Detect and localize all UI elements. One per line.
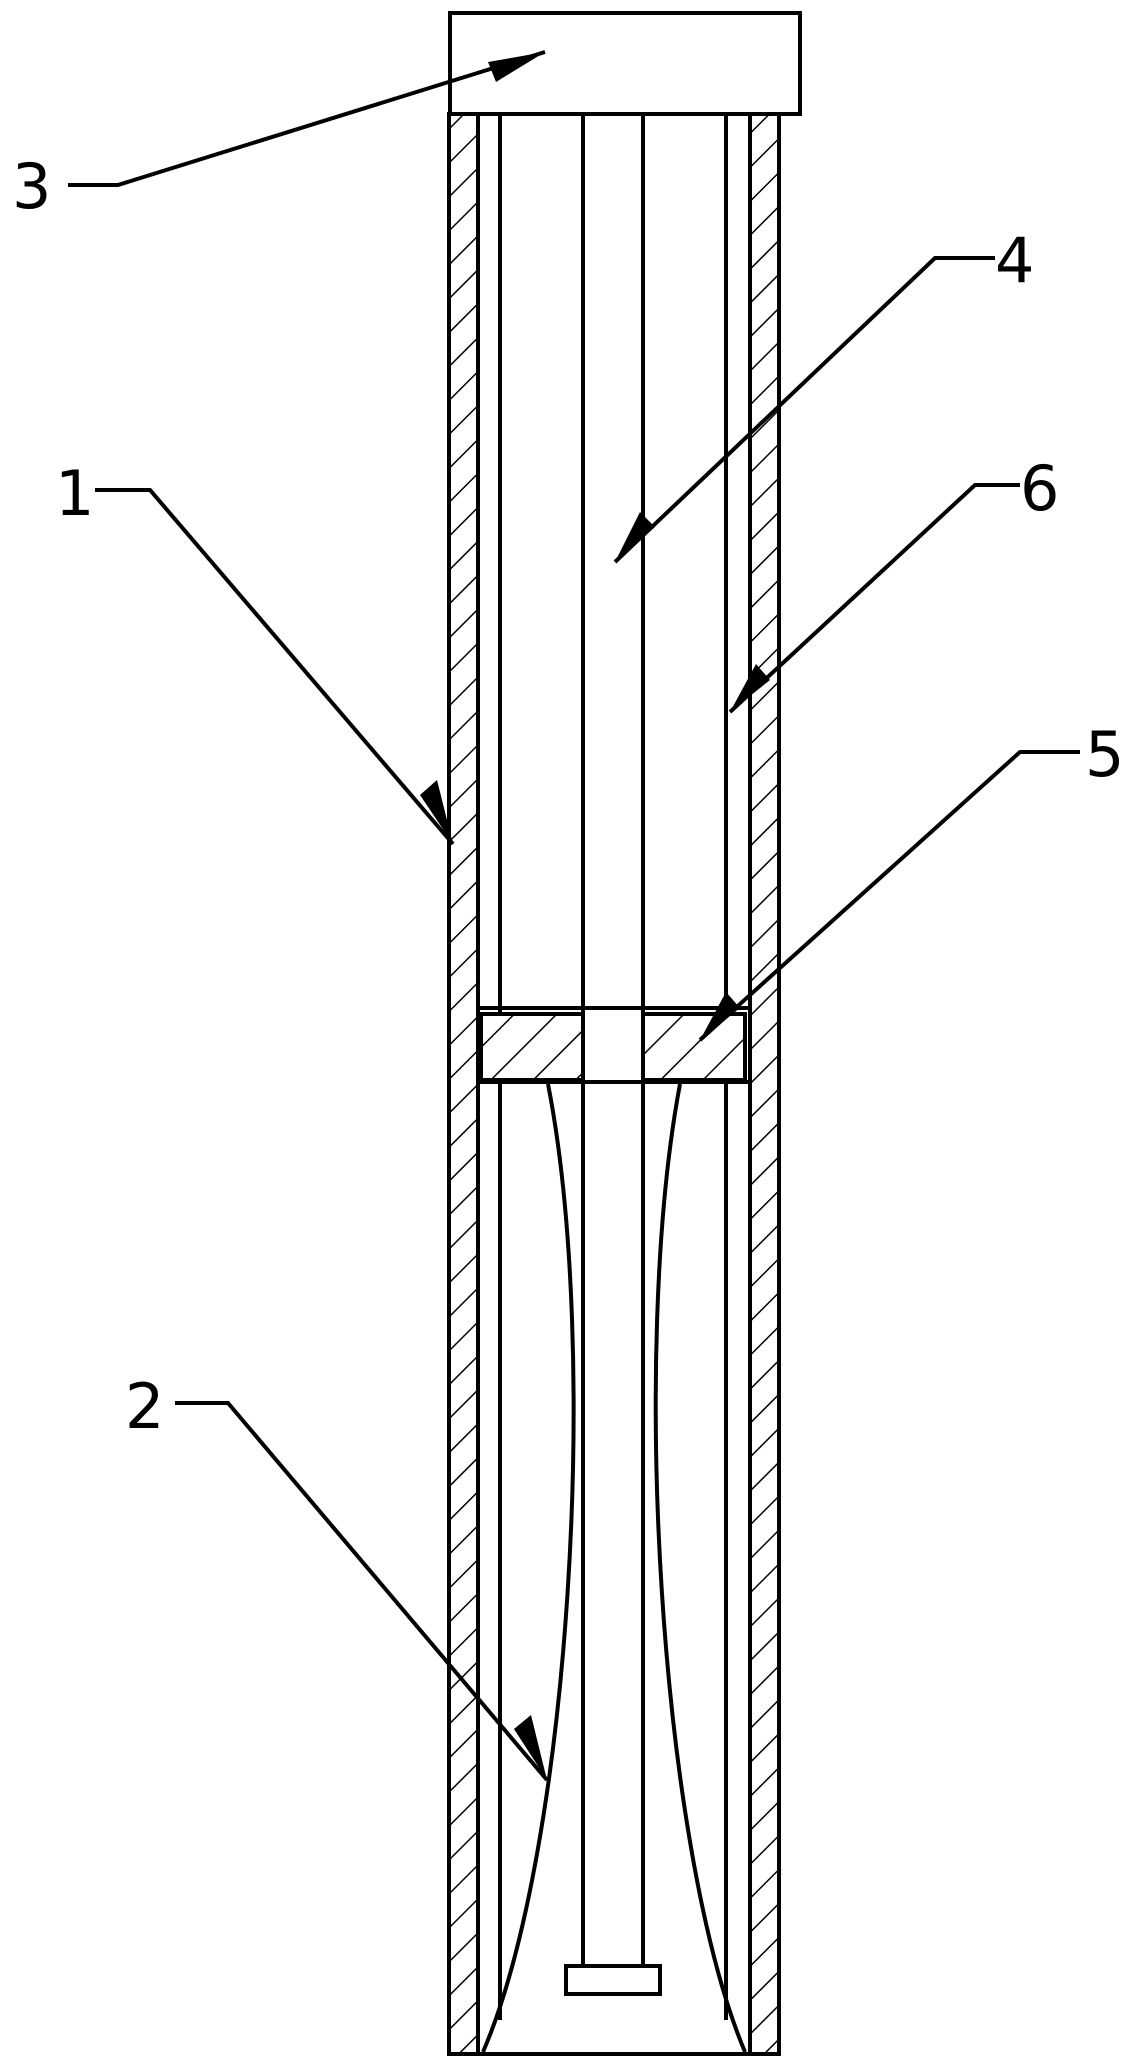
leader-line-2 bbox=[175, 1403, 547, 1780]
label-part-4: 4 bbox=[995, 224, 1034, 297]
leader-lines bbox=[68, 52, 1080, 1780]
spring-part-2 bbox=[483, 1084, 745, 2052]
arrowhead-4 bbox=[615, 512, 655, 562]
label-part-3: 3 bbox=[12, 150, 51, 223]
label-part-6: 6 bbox=[1020, 452, 1059, 525]
label-part-1: 1 bbox=[55, 457, 94, 530]
label-part-5: 5 bbox=[1085, 718, 1124, 791]
leader-line-1 bbox=[95, 490, 453, 844]
leader-line-4 bbox=[615, 258, 995, 562]
piston-block-part-5 bbox=[481, 1014, 745, 1080]
label-part-2: 2 bbox=[125, 1370, 164, 1443]
